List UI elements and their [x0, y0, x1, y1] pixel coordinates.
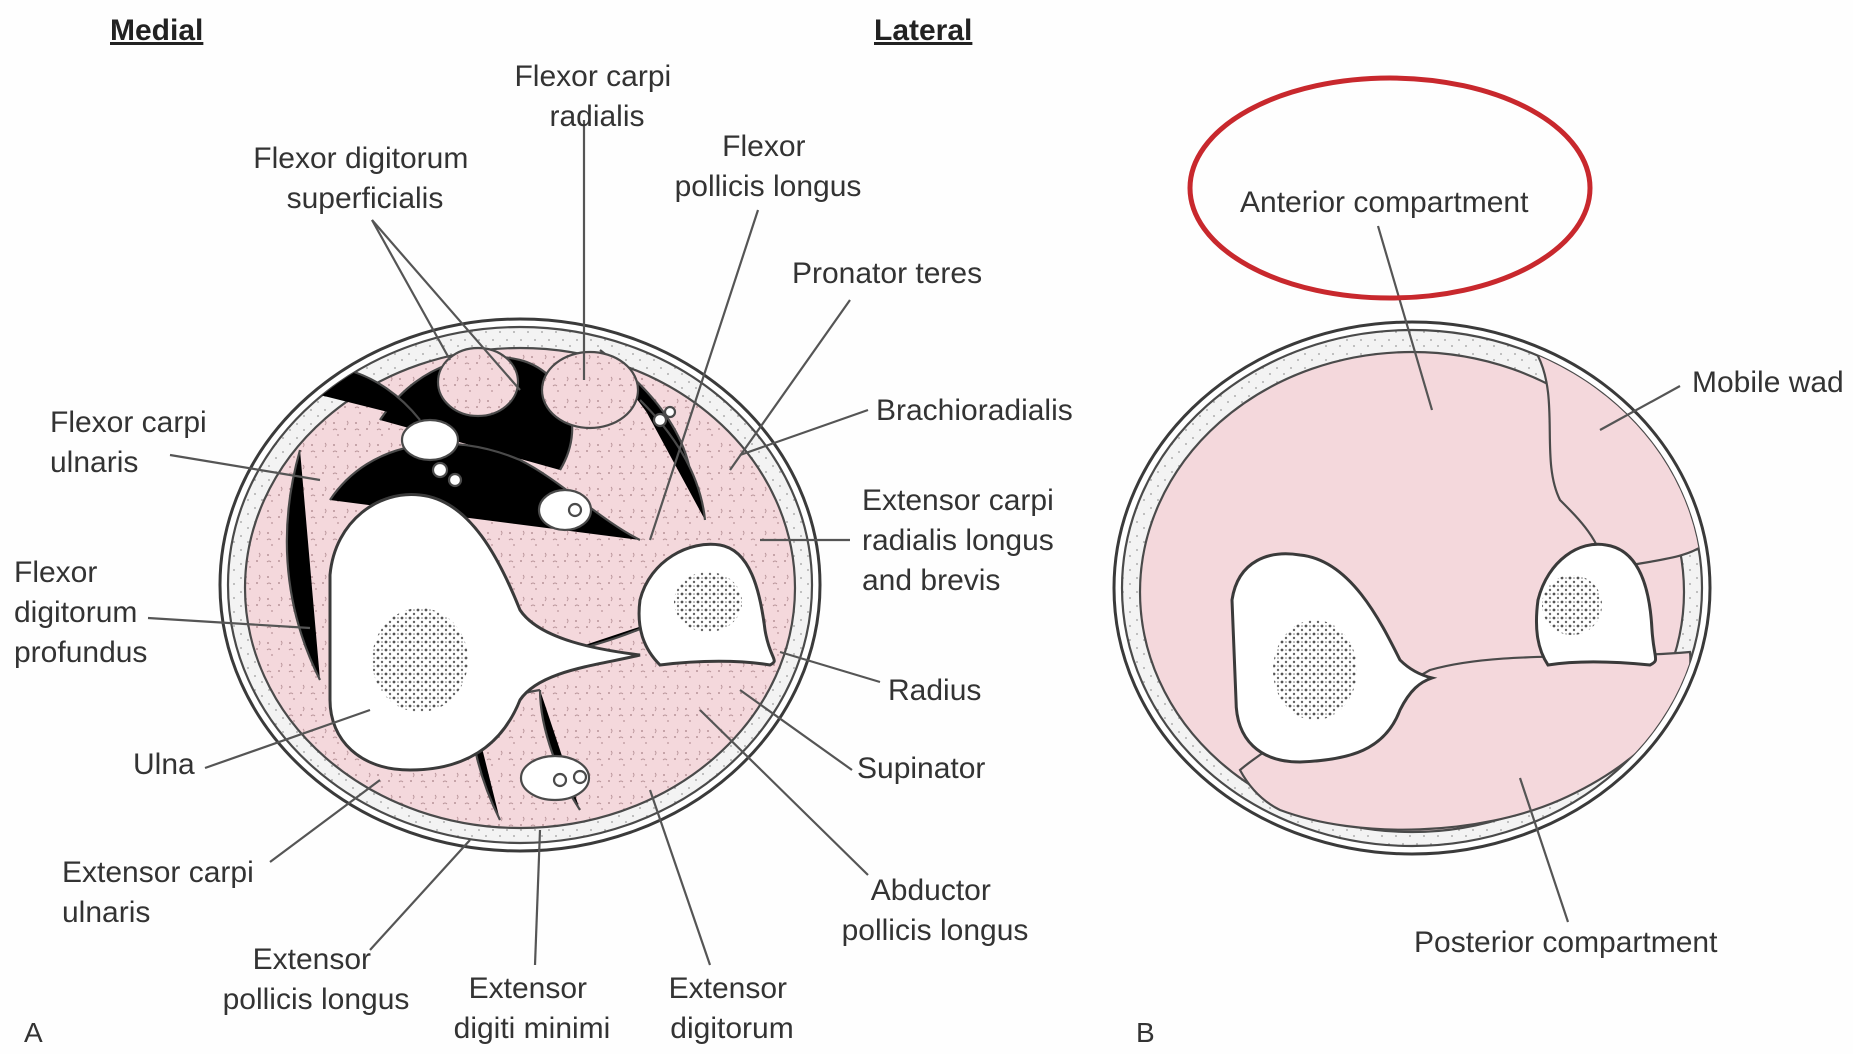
label-abductor-pollicis-longus: Abductor pollicis longus [842, 874, 1029, 947]
label-extensor-pollicis-longus: Extensor pollicis longus [223, 943, 410, 1016]
label-flexor-pollicis-longus: Flexor pollicis longus [675, 130, 862, 203]
label-supinator: Supinator [857, 752, 985, 785]
label-anterior-compartment: Anterior compartment [1240, 186, 1529, 219]
label-flexor-carpi-radialis: Flexor carpi radialis [514, 60, 679, 133]
label-pronator-teres: Pronator teres [792, 257, 982, 290]
heading-lateral: Lateral [874, 14, 972, 47]
heading-medial: Medial [110, 14, 203, 47]
label-extensor-carpi-ulnaris: Extensor carpi ulnaris [62, 856, 262, 929]
radius-marrow [674, 572, 742, 632]
label-mobile-wad: Mobile wad [1692, 366, 1844, 399]
panel-b-ulna-marrow [1273, 620, 1357, 720]
label-extensor-digiti-minimi: Extensor digiti minimi [454, 972, 611, 1045]
label-extensor-digitorum: Extensor digitorum [669, 972, 796, 1045]
panel-b-cross-section [1114, 322, 1710, 854]
label-flexor-digitorum-profundus: Flexor digitorum profundus [14, 556, 147, 669]
label-radius: Radius [888, 674, 981, 707]
panel-a-id-label: A [24, 1017, 43, 1048]
label-ulna: Ulna [133, 748, 195, 781]
label-brachioradialis: Brachioradialis [876, 394, 1073, 427]
label-flexor-carpi-ulnaris: Flexor carpi ulnaris [50, 406, 215, 479]
panel-b-id-label: B [1136, 1017, 1155, 1048]
panel-b-radius-marrow [1542, 575, 1602, 635]
panel-a-cross-section [220, 319, 820, 851]
ulna-marrow [372, 608, 468, 712]
label-posterior-compartment: Posterior compartment [1414, 926, 1718, 959]
label-flexor-digitorum-superficialis: Flexor digitorum superficialis [253, 142, 476, 215]
label-extensor-carpi-radialis: Extensor carpi radialis longus and brevi… [862, 484, 1062, 597]
